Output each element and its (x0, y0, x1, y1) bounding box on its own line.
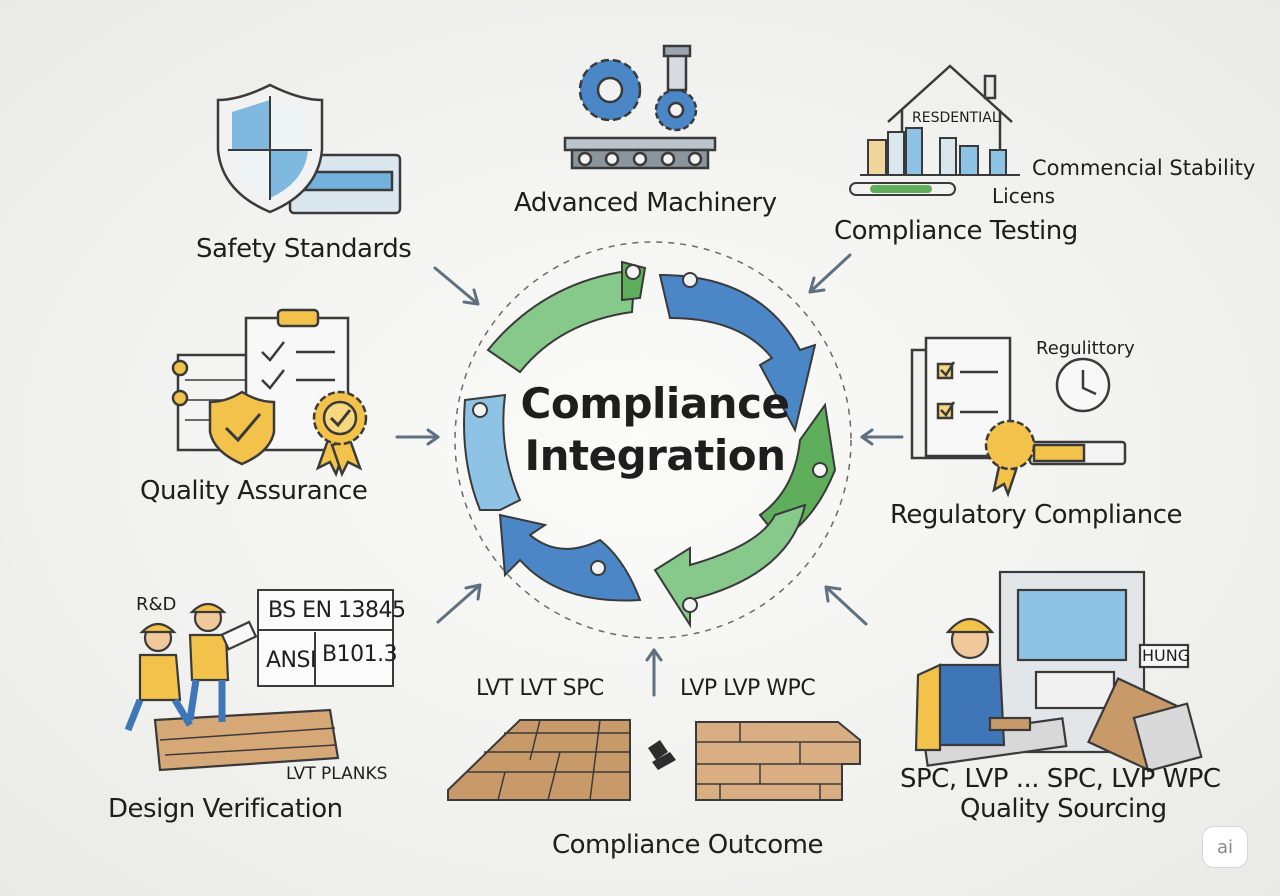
flooring-left-icon (447, 719, 631, 801)
documents-icon (910, 336, 1012, 460)
label-hung: HUNG (1142, 646, 1191, 665)
label-ansi: ANSI (266, 648, 316, 673)
workers-icon (124, 602, 340, 772)
node-compliance-outcome: Compliance Outcome (552, 830, 823, 860)
center-title: Compliance Integration (500, 378, 810, 482)
ai-badge: ai (1202, 826, 1248, 868)
arrow-segment-bottom-right (653, 503, 807, 629)
label-regulittory: Regulittory (1036, 338, 1135, 359)
label-residential: RESDENTIAL (912, 110, 1000, 126)
flooring-right-icon (695, 721, 861, 801)
quality-shield-icon (208, 390, 276, 466)
label-licens: Licens (992, 184, 1056, 208)
arrow-segment-left (463, 393, 522, 511)
label-commercial-stability: Commencial Stability (1032, 156, 1256, 180)
shield-icon (216, 83, 402, 215)
comparison-icon (648, 740, 676, 770)
standards-card (257, 589, 394, 687)
center-title-line1: Compliance (520, 379, 790, 428)
node-design-verification: Design Verification (108, 794, 343, 824)
outcome-label-right: LVP LVP WPC (680, 676, 816, 701)
outcome-label-left: LVT LVT SPC (476, 676, 604, 701)
conveyor-icon (563, 136, 717, 170)
regulatory-award-icon (984, 419, 1127, 498)
arrow-segment-top-right (658, 273, 817, 433)
node-regulatory-compliance: Regulatory Compliance (890, 500, 1183, 530)
sourcing-worker-icon (914, 617, 1068, 767)
bar-chart-icon (849, 127, 1020, 196)
node-quality-sourcing: Quality Sourcing (960, 794, 1167, 824)
dashed-ring (454, 241, 852, 639)
clock-icon (1055, 357, 1111, 413)
arrow-segment-top-left (486, 268, 637, 374)
gears-icon (578, 44, 698, 132)
node-sourcing-line1: SPC, LVP ... SPC, LVP WPC (900, 764, 1221, 794)
center-title-line2: Integration (524, 431, 786, 480)
arrow-segment-bottom-left (498, 513, 642, 602)
cycle-arrows (463, 260, 837, 629)
node-quality-assurance: Quality Assurance (140, 476, 368, 506)
node-advanced-machinery: Advanced Machinery (514, 188, 777, 218)
node-compliance-testing: Compliance Testing (834, 216, 1078, 246)
award-rosette-icon (312, 390, 368, 478)
inward-arrows (395, 253, 904, 697)
label-rd: R&D (136, 594, 177, 615)
label-bs-en-13845: BS EN 13845 (268, 598, 406, 623)
label-b101: B101.3 (322, 642, 398, 667)
node-safety-standards: Safety Standards (196, 234, 412, 264)
label-lvt-planks: LVT PLANKS (286, 764, 388, 784)
